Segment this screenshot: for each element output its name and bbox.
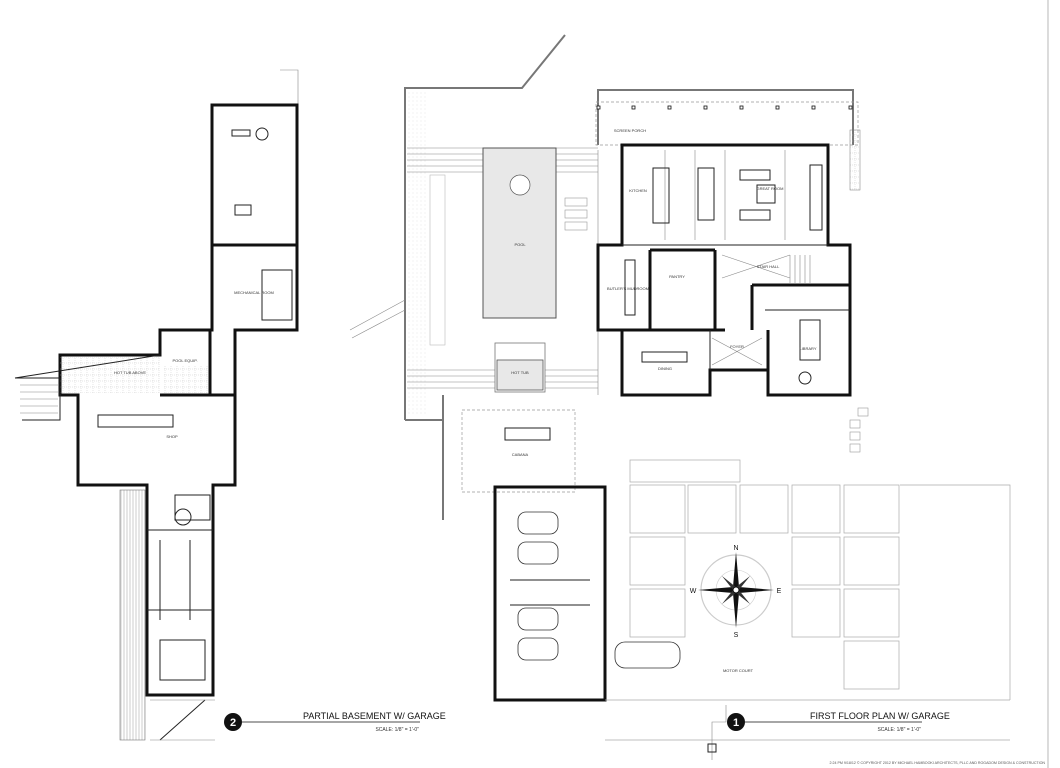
terrace-edge [404, 34, 566, 420]
drawing-title: PARTIAL BASEMENT W/ GARAGE [303, 711, 446, 721]
room-label-screen-porch: SCREEN PORCH [614, 128, 646, 133]
room-label-hot-tub-above: HOT TUB ABOVE [114, 370, 146, 375]
house-walls [596, 143, 852, 397]
cabana [461, 409, 576, 493]
room-label-hot-tub: HOT TUB [511, 370, 529, 375]
compass-north: N [733, 545, 738, 552]
room-label-kitchen: KITCHEN [629, 188, 647, 193]
compass-rose-icon: N S E W [690, 545, 782, 639]
room-label-motor-court: MOTOR COURT [723, 668, 754, 673]
copyright-text: 2:24 PM 9/18/12 © COPYRIGHT 2012 BY MICH… [830, 761, 1046, 765]
drawing-number: 2 [230, 717, 236, 729]
pool [482, 147, 557, 319]
room-label-dining: DINING [658, 366, 672, 371]
compass-west: W [690, 588, 697, 595]
first-floor-plan: SCREEN PORCH KITCHEN GREAT ROOM PANTRY B… [349, 34, 1011, 760]
room-label-foyer: FOYER [730, 344, 744, 349]
motor-court-pavers [605, 459, 1011, 741]
drawing-number: 1 [733, 717, 739, 729]
compass-east: E [777, 588, 782, 595]
room-label-stair-hall: STAIR HALL [757, 264, 780, 269]
room-label-library: LIBRARY [799, 346, 816, 351]
drawing-title-2: 2 PARTIAL BASEMENT W/ GARAGE SCALE: 1/8"… [224, 711, 446, 733]
room-label-shop: SHOP [166, 434, 178, 439]
drawing-title: FIRST FLOOR PLAN W/ GARAGE [810, 711, 950, 721]
room-label-great-room: GREAT ROOM [757, 186, 784, 191]
room-label-pantry: PANTRY [669, 274, 685, 279]
room-label-cabana: CABANA [512, 452, 529, 457]
room-label-butlers: BUTLER'S MUDROOM [607, 286, 649, 291]
hot-tub [496, 359, 544, 391]
room-label-pool-equip: POOL EQUIP. [172, 358, 197, 363]
drawing-number-badge [727, 713, 745, 731]
room-label-mechanical: MECHANICAL ROOM [234, 290, 274, 295]
drawing-scale: SCALE: 1/8" = 1'-0" [877, 727, 921, 733]
garage-walls [493, 485, 607, 702]
drawing-scale: SCALE: 1/8" = 1'-0" [375, 727, 419, 733]
compass-south: S [734, 632, 739, 639]
basement-plan: MECHANICAL ROOM POOL EQUIP. HOT TUB ABOV… [14, 69, 299, 741]
basement-walls [58, 103, 299, 697]
room-label-pool: POOL [514, 242, 526, 247]
drawing-number-badge [224, 713, 242, 731]
drawing-title-1: 1 FIRST FLOOR PLAN W/ GARAGE SCALE: 1/8"… [727, 711, 950, 733]
